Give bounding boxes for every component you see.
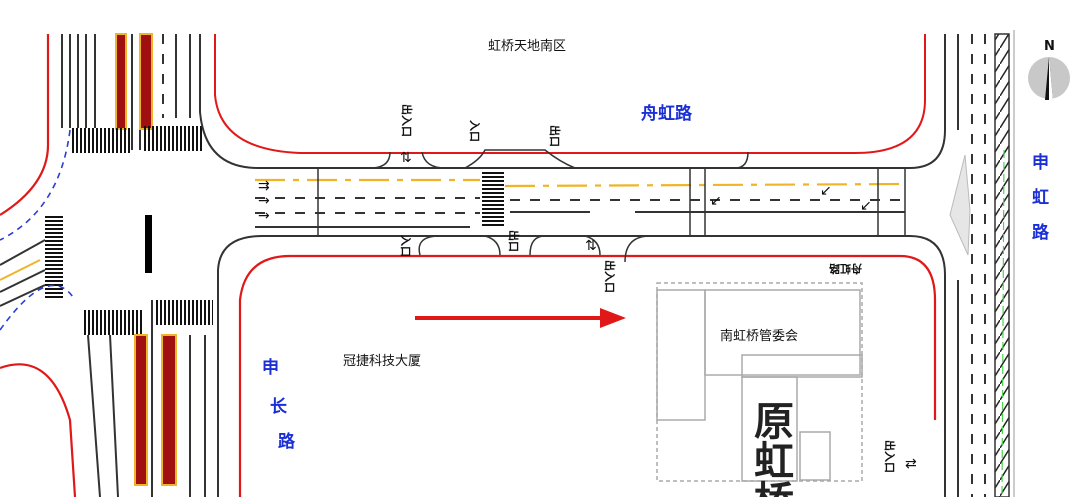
svg-text:↙: ↙: [710, 193, 722, 209]
marking-entrance: 入口: [399, 235, 412, 257]
svg-text:↙: ↙: [820, 183, 832, 199]
direction-arrow: [415, 308, 626, 328]
shenhong-road-label-3: 路: [1032, 222, 1050, 243]
shenchang-road-label-1: 申: [262, 357, 279, 378]
signal-pole: [145, 215, 152, 273]
shenchang-road-label-2: 长: [270, 396, 288, 417]
svg-text:⇅: ⇅: [400, 150, 412, 166]
nanhongqiao-committee-label: 南虹桥管委会: [720, 328, 798, 344]
shenchang-road-label-3: 路: [278, 431, 296, 452]
crosswalk-north: [72, 126, 202, 153]
svg-text:⇅: ⇅: [585, 238, 597, 254]
crosswalk-west: [45, 215, 63, 300]
shenchang-road-south: [87, 300, 219, 497]
shenhong-road: [949, 33, 1010, 497]
red-line-sw: [0, 363, 77, 497]
marking-entrance-exit: 出入口: [883, 440, 897, 473]
marking-entrance: 入口: [468, 120, 481, 142]
compass-north-label: N: [1044, 39, 1055, 54]
shenhong-road-label-2: 虹: [1032, 188, 1049, 208]
red-line-south: [238, 254, 937, 497]
marking-entrance-exit: 出入口: [400, 104, 414, 137]
marking-exit: 出口: [507, 230, 521, 252]
west-approach: [0, 239, 46, 307]
blue-dashed-boundary: [0, 129, 71, 241]
zhouhong-north-curb: [199, 34, 946, 169]
compass-icon: N: [1028, 39, 1070, 100]
svg-text:↙: ↙: [860, 198, 872, 214]
red-line-north: [214, 34, 926, 154]
svg-text:⇉: ⇉: [258, 178, 270, 194]
nanhongqiao-building: [656, 282, 863, 482]
guanjie-building-label: 冠捷科技大厦: [343, 354, 421, 369]
red-line-nw: [0, 34, 50, 216]
zhouhong-road-label: 舟虹路: [641, 103, 693, 124]
svg-text:→: →: [258, 208, 270, 224]
old-hongqiao-label: 原虹桥: [747, 400, 794, 497]
shenhong-road-label-1: 申: [1032, 152, 1049, 173]
svg-text:→: →: [258, 193, 270, 209]
zhouhong-road-label-rotated: 舟虹路: [828, 262, 862, 276]
driveway-bays: [369, 149, 749, 263]
crosswalk-south: [82, 300, 213, 335]
mid-block-crosswalk: [482, 172, 504, 228]
center-line-east: [504, 182, 906, 188]
svg-text:⇄: ⇄: [905, 456, 917, 472]
marking-exit: 出口: [548, 125, 562, 147]
marking-entrance-exit: 出入口: [603, 260, 617, 293]
north-district-label: 虹桥天地南区: [488, 38, 566, 54]
blue-dashed-boundary-south: [0, 284, 76, 331]
lane-arrows: ⇉→→ ↙↙↙ ⇅⇅⇄: [258, 150, 917, 472]
